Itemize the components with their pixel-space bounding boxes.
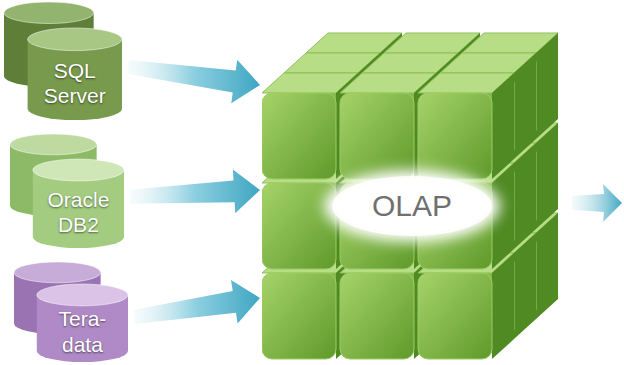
arrow-shape xyxy=(130,169,260,213)
block-side xyxy=(514,233,536,339)
arrow-shape xyxy=(133,280,260,324)
database-label: Oracle DB2 xyxy=(38,187,119,238)
database-stack: Tera- data xyxy=(14,262,128,362)
block-side xyxy=(536,123,558,229)
block-front xyxy=(418,273,492,359)
back-cylinder-lid xyxy=(14,262,101,283)
label-ellipse xyxy=(332,176,492,236)
block-side xyxy=(514,53,536,159)
olap-cube: OLAP xyxy=(262,30,562,363)
back-cylinder-lid xyxy=(10,134,97,155)
front-cylinder xyxy=(28,28,122,120)
front-cylinder-lid xyxy=(33,159,124,181)
block-side xyxy=(514,143,536,249)
database-label: SQL Server xyxy=(33,58,117,109)
flow-arrow xyxy=(133,280,260,324)
flow-arrow xyxy=(127,60,260,104)
database-stack: SQL Server xyxy=(4,2,122,120)
block-front xyxy=(340,93,414,179)
database-stack: Oracle DB2 xyxy=(10,134,124,248)
block-front xyxy=(340,273,414,359)
front-cylinder xyxy=(33,159,124,248)
block-front xyxy=(262,273,336,359)
block-side xyxy=(536,33,558,139)
cube-block xyxy=(418,73,514,179)
front-cylinder-lid xyxy=(37,284,128,306)
block-side xyxy=(536,213,558,319)
label-glow xyxy=(324,170,500,242)
front-cylinder xyxy=(37,284,128,362)
back-cylinder-lid xyxy=(4,2,94,24)
flow-arrow xyxy=(130,169,260,213)
block-side xyxy=(492,73,514,179)
block-side xyxy=(492,253,514,359)
database-label: Tera- data xyxy=(42,306,123,357)
block-front xyxy=(262,93,336,179)
front-cylinder-lid xyxy=(28,28,122,51)
cube-label: OLAP xyxy=(372,189,452,223)
output-arrow xyxy=(572,184,622,222)
block-front xyxy=(262,183,336,269)
block-front xyxy=(418,93,492,179)
arrow-shape xyxy=(127,60,260,104)
